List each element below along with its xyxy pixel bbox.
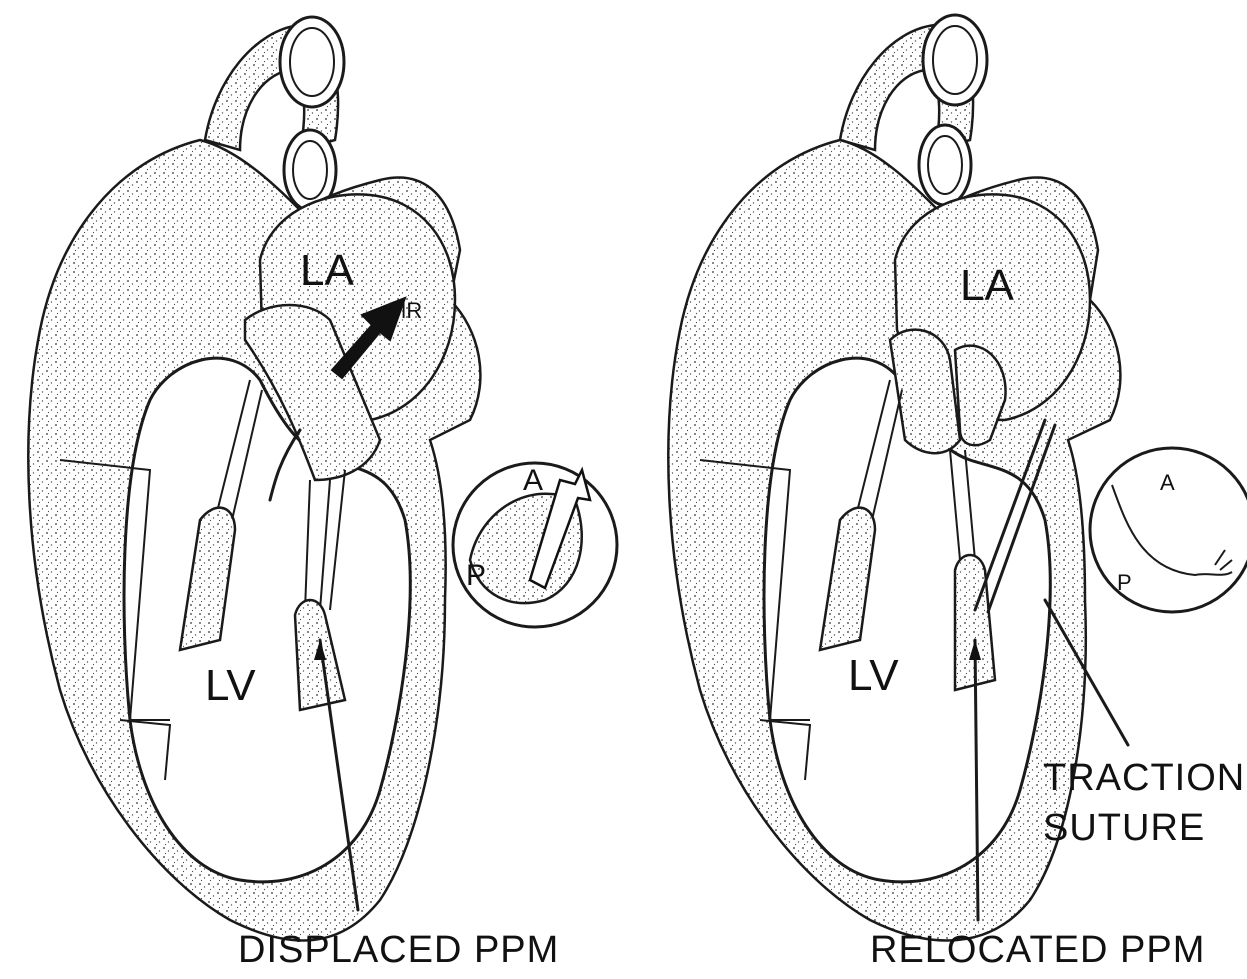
label-la-left: LA xyxy=(300,246,354,295)
label-lv-left: LV xyxy=(205,661,256,710)
label-lv-right: LV xyxy=(848,651,899,700)
callout-suture: SUTURE xyxy=(1043,807,1205,849)
inset-label-a-left: A xyxy=(523,464,543,497)
caption-relocated-ppm: RELOCATED PPM xyxy=(870,929,1205,971)
inset-label-p-right: P xyxy=(1117,570,1132,595)
caption-displaced-ppm: DISPLACED PPM xyxy=(238,929,559,971)
label-mr: MR xyxy=(388,298,422,323)
inset-label-p-left: P xyxy=(466,559,486,592)
callout-traction: TRACTION xyxy=(1043,757,1245,799)
label-la-right: LA xyxy=(960,261,1014,310)
inset-label-a-right: A xyxy=(1160,470,1175,495)
